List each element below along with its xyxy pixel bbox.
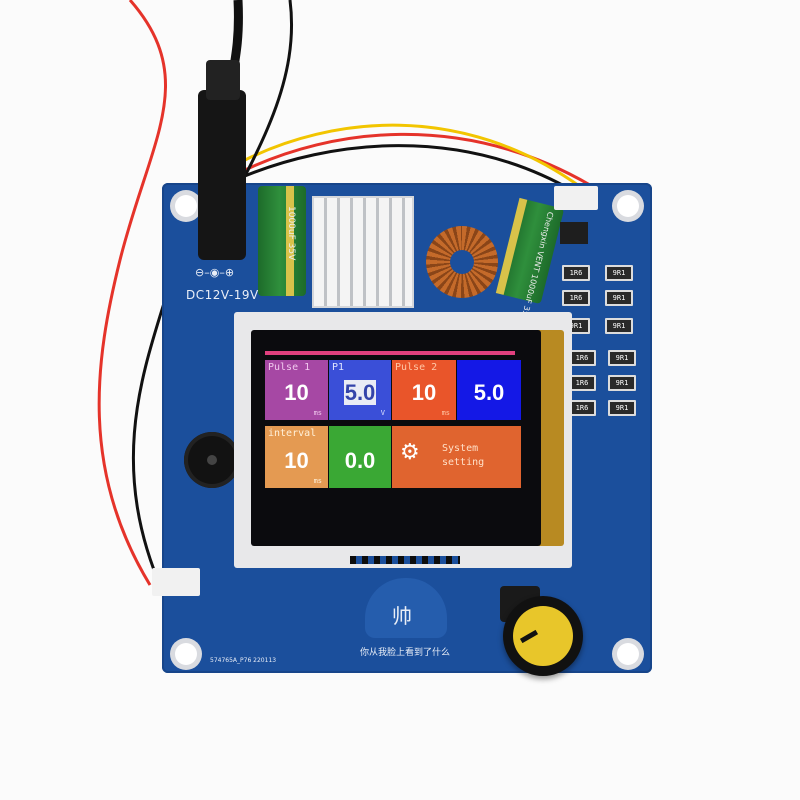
resistor: 1R6 [568, 400, 596, 416]
red-wire-left [97, 0, 167, 586]
mount-hole [175, 643, 197, 665]
buzzer-hole [207, 455, 217, 465]
resistor: 9R1 [608, 350, 636, 366]
tile-pulse1[interactable]: Pulse 1 10 ms [265, 360, 328, 420]
part-code: 574765A_P76 220113 [210, 657, 277, 664]
tile-unit: ms [313, 409, 322, 417]
tile-unit: V [380, 409, 385, 417]
tile-label: System setting [442, 443, 485, 468]
tile-ratio[interactable]: 0.0 [329, 426, 391, 488]
tile-p1[interactable]: P1 5.0 V [329, 360, 391, 420]
dc-jack-barrel [206, 60, 240, 100]
cap-left-text: 1000uF 35V [286, 206, 296, 261]
header-pins [350, 556, 460, 564]
heatsink [312, 196, 414, 308]
tile-p2[interactable]: 5.0 [457, 360, 521, 420]
resistor: 1R6 [568, 375, 596, 391]
tile-value: 0.0 [344, 448, 376, 473]
yellow-wire-top [244, 123, 583, 190]
ic-chip [560, 222, 588, 244]
tile-label: P1 [332, 362, 345, 373]
board-slogan: 你从我脸上看到了什么 [360, 648, 451, 658]
connector-bottom-left [152, 568, 200, 596]
polarity-symbol: ⊖–◉–⊕ [195, 266, 235, 279]
tile-value-selected: 5.0 [343, 380, 377, 405]
resistor: 9R1 [605, 290, 633, 306]
capacitor-left: 1000uF 35V [258, 186, 306, 296]
dc-jack [198, 90, 246, 260]
inductor-core [450, 250, 474, 274]
tile-value: 10 [284, 380, 309, 405]
tile-label: Pulse 2 [395, 362, 438, 373]
mount-hole [617, 643, 639, 665]
tile-pulse2[interactable]: Pulse 2 10 ms [392, 360, 456, 420]
screen-accent-bar [265, 351, 515, 355]
tile-interval[interactable]: interval 10 ms [265, 426, 328, 488]
tile-value: 10 [411, 380, 437, 405]
mount-hole [175, 195, 197, 217]
resistor: 1R6 [568, 350, 596, 366]
resistor: 9R1 [608, 400, 636, 416]
connector-top [554, 186, 598, 210]
tile-system-setting[interactable]: ⚙ System setting [392, 426, 521, 488]
black-wire-left [131, 299, 167, 591]
lcd-screen: Pulse 1 10 ms P1 5.0 V Pulse 2 10 ms 5.0… [251, 330, 541, 546]
tile-value: 10 [284, 448, 309, 473]
tile-unit: ms [441, 409, 450, 417]
tile-unit: ms [313, 477, 322, 485]
mount-hole [617, 195, 639, 217]
resistor: 9R1 [608, 375, 636, 391]
tile-value: 5.0 [473, 380, 505, 405]
power-label: DC12V-19V [186, 288, 259, 302]
gear-icon: ⚙ [400, 440, 420, 465]
resistor: 9R1 [605, 265, 633, 281]
resistor: 1R6 [562, 265, 590, 281]
black-wire-top [239, 144, 576, 194]
tile-label: interval [268, 428, 317, 439]
resistor: 9R1 [605, 318, 633, 334]
tile-label: Pulse 1 [268, 362, 311, 373]
logo-glyph: 帅 [392, 604, 412, 628]
resistor: 1R6 [562, 290, 590, 306]
board-logo [365, 578, 447, 638]
knob-cap [513, 606, 573, 666]
